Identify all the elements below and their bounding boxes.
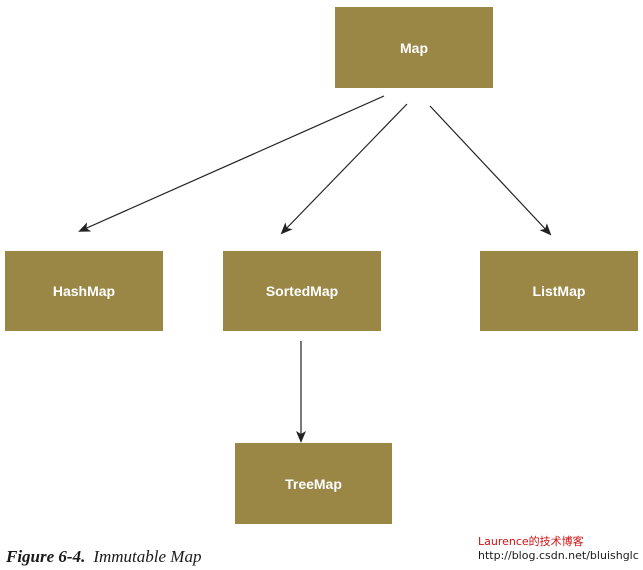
node-sortedmap: SortedMap bbox=[223, 251, 381, 331]
watermark: Laurence的技术博客 http://blog.csdn.net/bluis… bbox=[478, 535, 639, 563]
node-listmap-label: ListMap bbox=[532, 283, 586, 299]
watermark-blog-name: Laurence的技术博客 bbox=[478, 535, 584, 548]
figure-caption: Figure 6-4. Immutable Map bbox=[6, 547, 201, 567]
node-hashmap: HashMap bbox=[5, 251, 163, 331]
watermark-url: http://blog.csdn.net/bluishglc bbox=[478, 549, 639, 562]
figure-number: Figure 6-4. bbox=[6, 547, 86, 566]
edge-map-to-listmap bbox=[429, 105, 552, 236]
edge-map-to-hashmap bbox=[78, 95, 385, 232]
node-treemap: TreeMap bbox=[235, 443, 392, 524]
node-listmap: ListMap bbox=[480, 251, 638, 331]
node-map-label: Map bbox=[400, 39, 428, 56]
node-sortedmap-label: SortedMap bbox=[265, 283, 339, 299]
edge-map-to-sortedmap bbox=[280, 103, 408, 235]
node-hashmap-label: HashMap bbox=[52, 283, 116, 299]
node-map: Map bbox=[335, 7, 493, 88]
figure-title: Immutable Map bbox=[93, 547, 202, 566]
node-treemap-label: TreeMap bbox=[285, 475, 342, 492]
